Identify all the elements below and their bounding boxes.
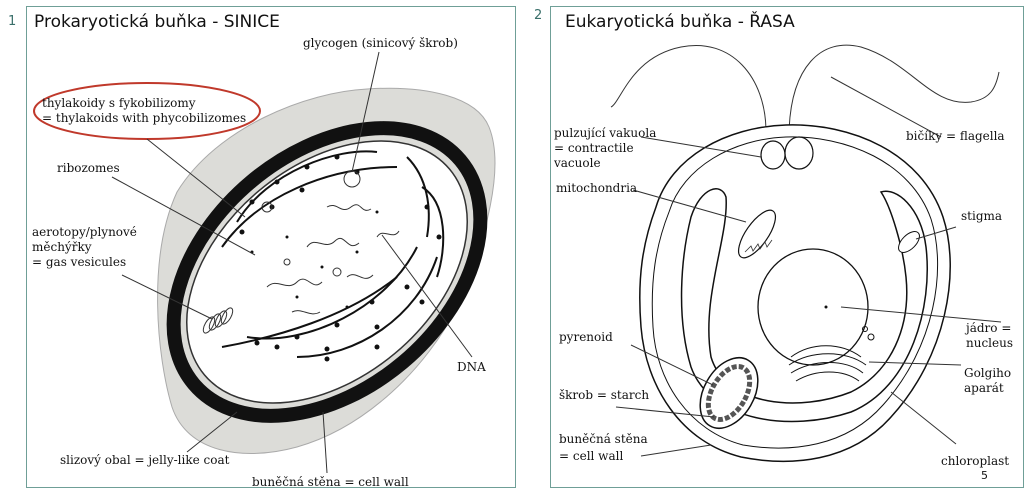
label-golgi-1: Golgiho [964, 366, 1011, 380]
label-dna: DNA [457, 360, 486, 374]
label-nucleus-1: jádro = [964, 321, 1011, 335]
label-thylakoids-cz: thylakoidy s fykobilizomy [42, 96, 196, 110]
prokaryote-diagram: Prokaryotická buňka - SINICE [27, 7, 516, 488]
label-stigma: stigma [961, 209, 1002, 223]
nucleus [758, 249, 868, 365]
label-chloroplast: chloroplast [941, 454, 1009, 468]
label-mitochondria: mitochondria [556, 181, 637, 195]
label-aerotopy-1: aerotopy/plynové [32, 225, 137, 239]
label-pulz-2: = contractile [554, 141, 634, 155]
eukaryote-panel: Eukaryotická buňka - ŘASA [550, 6, 1024, 488]
panel2-number: 2 [534, 8, 542, 23]
label-golgi-2: aparát [964, 381, 1004, 395]
label-thylakoids-en: = thylakoids with phycobilizomes [42, 111, 246, 125]
panel2-title: Eukaryotická buňka - ŘASA [565, 10, 795, 32]
label-flagella: bičíky = flagella [906, 129, 1005, 143]
label-jelly-coat: slizový obal = jelly-like coat [60, 453, 230, 467]
prokaryote-panel: Prokaryotická buňka - SINICE [26, 6, 516, 488]
panel1-title: Prokaryotická buňka - SINICE [34, 12, 280, 32]
label-aerotopy-2: měchýřky [32, 240, 92, 254]
label-glycogen: glycogen (sinicový škrob) [303, 36, 458, 50]
eukaryote-diagram: Eukaryotická buňka - ŘASA [551, 7, 1024, 488]
nucleolus [825, 306, 828, 309]
label-starch: škrob = starch [559, 388, 649, 402]
panel1-number: 1 [8, 14, 16, 29]
label-pyrenoid: pyrenoid [559, 330, 613, 344]
label-aerotopy-3: = gas vesicules [32, 255, 126, 269]
label-ribozomes: ribozomes [57, 161, 120, 175]
label-wall-2: = cell wall [559, 449, 623, 463]
label-pulz-1: pulzující vakuola [554, 126, 656, 140]
flagella [611, 45, 999, 132]
label-cell-wall: buněčná stěna = cell wall [252, 475, 409, 488]
label-nucleus-2: nucleus [966, 336, 1013, 350]
label-pulz-3: vacuole [553, 156, 601, 170]
page-number: 5 [981, 469, 988, 482]
label-wall-1: buněčná stěna [559, 432, 648, 446]
